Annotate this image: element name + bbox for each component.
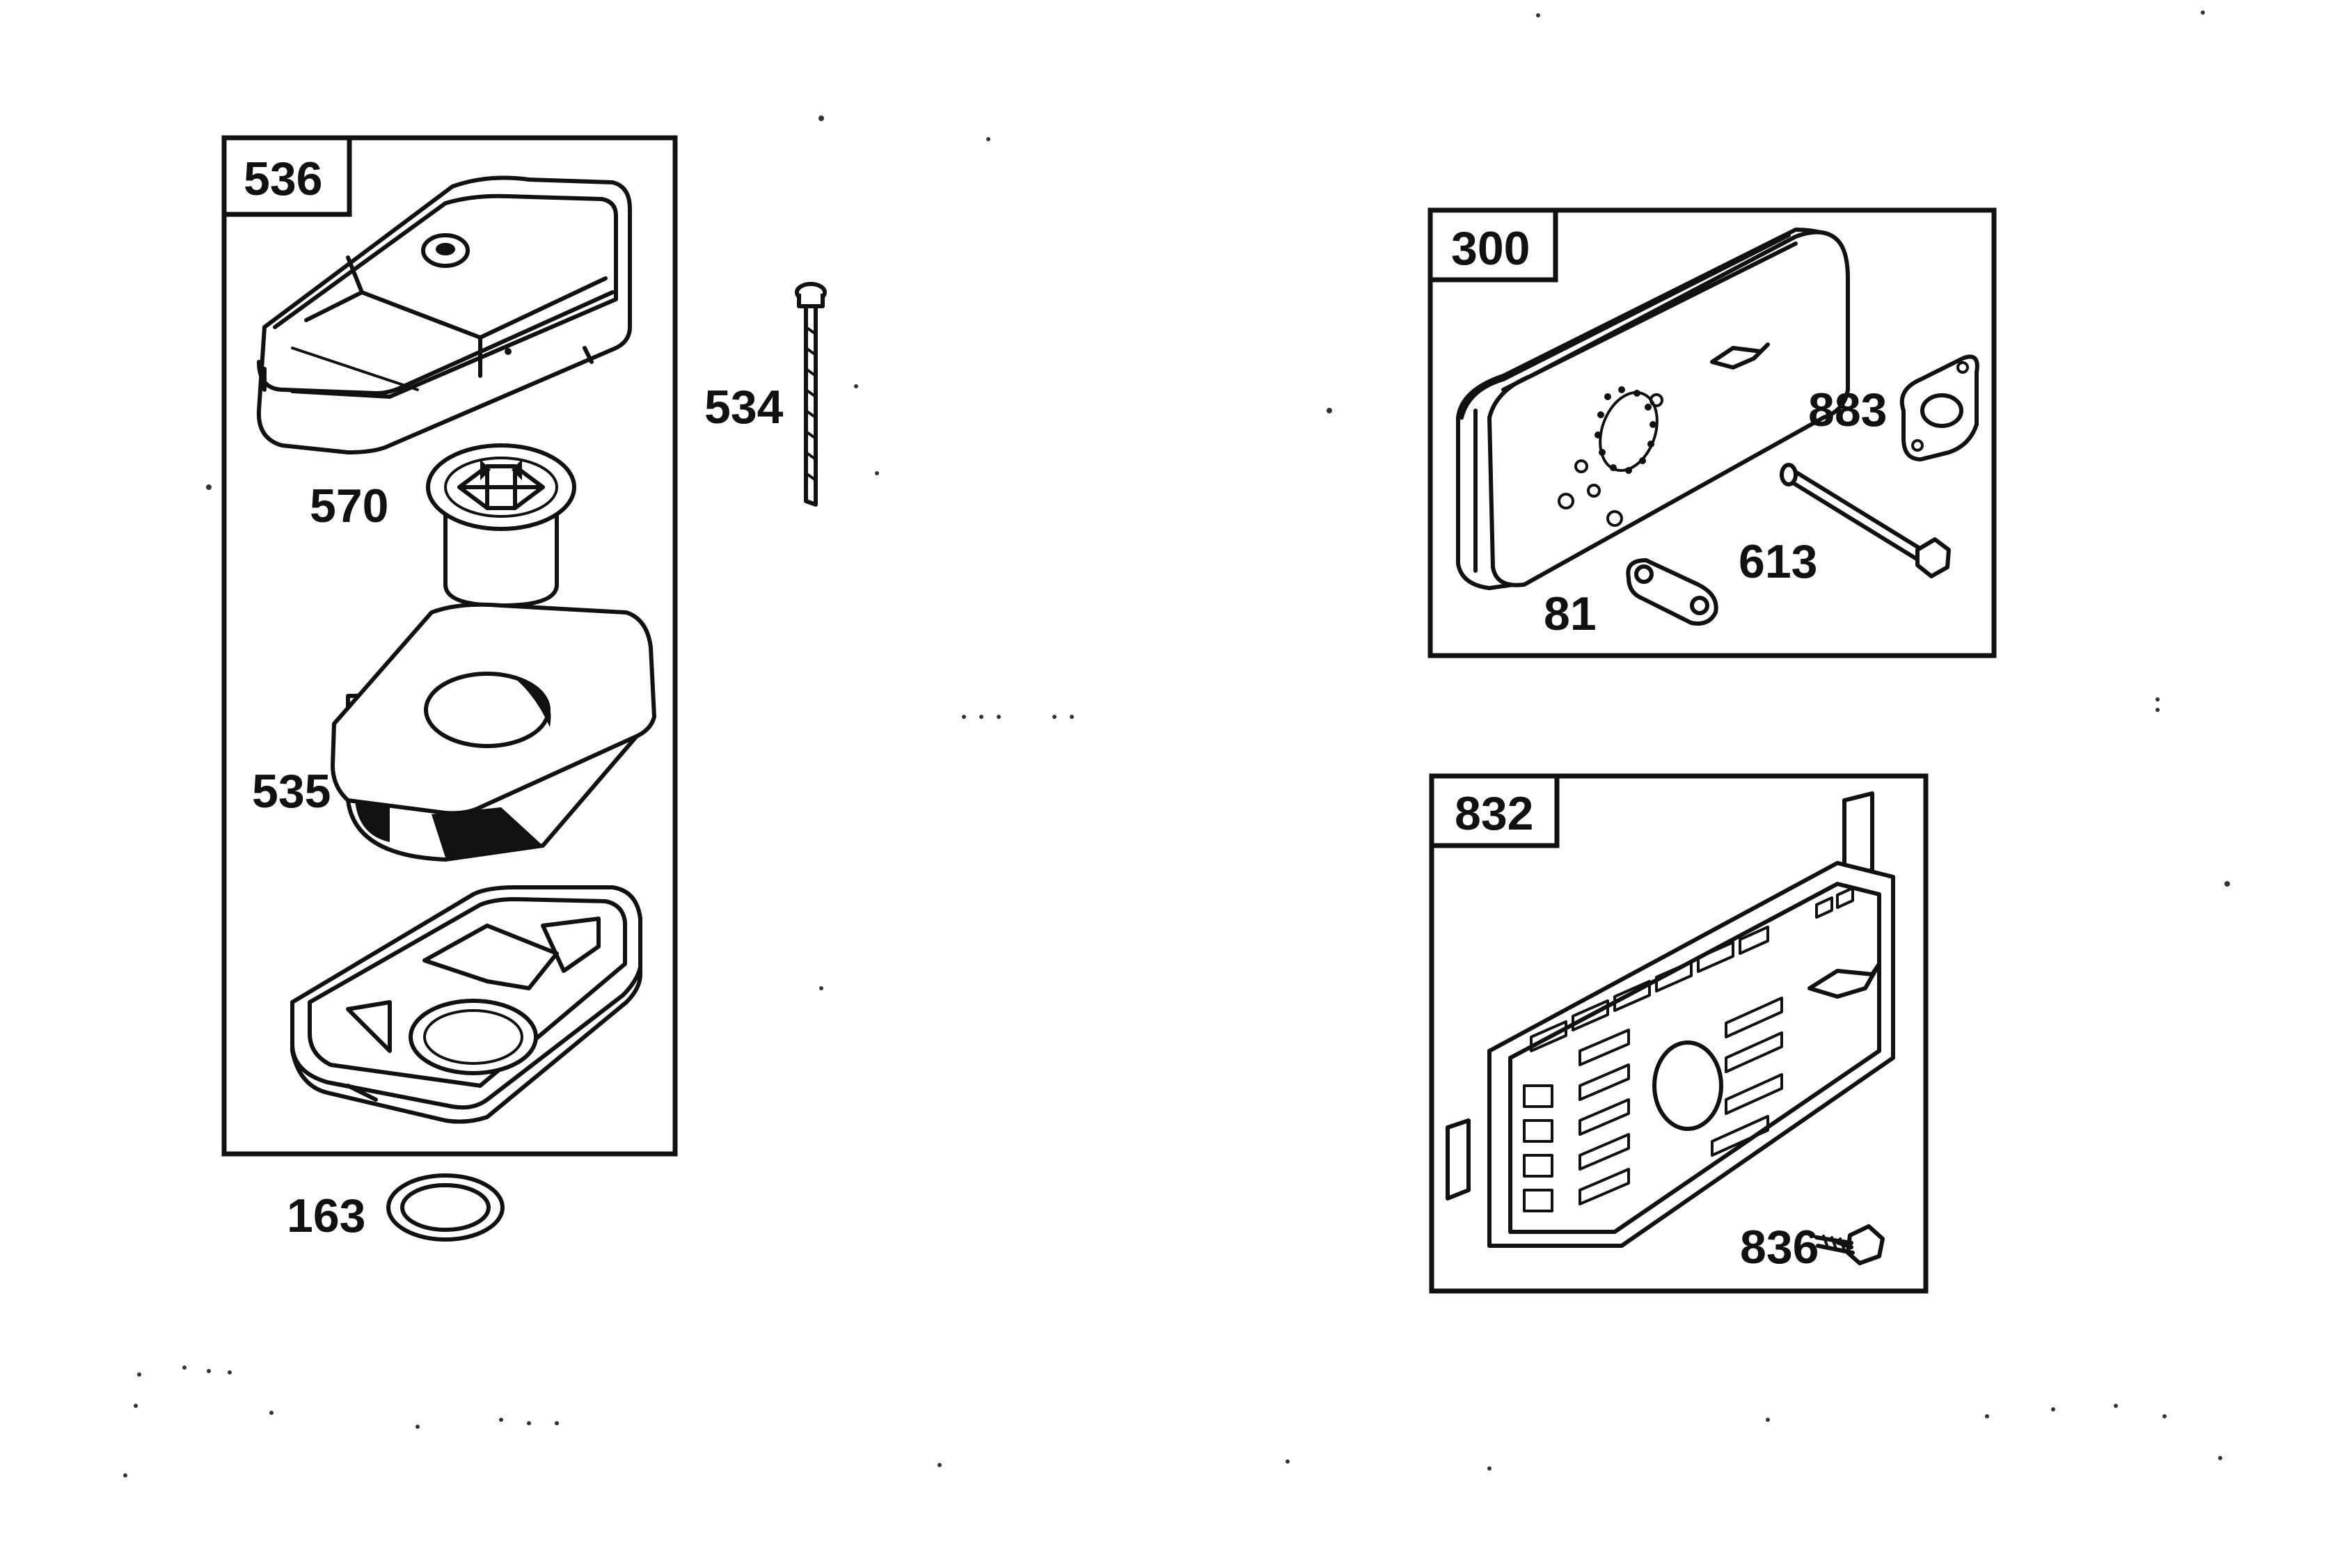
seal-ring-number: 163 [287, 1189, 365, 1242]
filter-element-drawing [331, 602, 656, 862]
air-cleaner-base-drawing [290, 885, 642, 1124]
lock-plate-drawing [1626, 558, 1718, 626]
guard-screw-number: 836 [1740, 1221, 1819, 1274]
lock-plate-number: 81 [1544, 587, 1597, 640]
seal-ring-drawing [386, 1173, 505, 1242]
air-cleaner-assembly-number: 536 [244, 152, 322, 205]
spacer-number: 570 [310, 480, 388, 532]
bolt-number: 613 [1739, 535, 1817, 588]
guard-assembly-number: 832 [1455, 787, 1533, 840]
bolt-drawing [1780, 463, 1951, 578]
scan-noise [123, 10, 2230, 1478]
guard-frame [1429, 773, 1929, 1294]
filter-element-number: 535 [252, 765, 331, 818]
guard-group: 832 [1429, 773, 1929, 1294]
spacer-drawing [426, 443, 576, 608]
screw-drawing [795, 282, 827, 507]
muffler-group: 300 883 613 [1427, 207, 1997, 658]
air-cleaner-group: 536 570 [221, 135, 678, 1242]
muffler-label-box [1427, 207, 1558, 283]
screw-number: 534 [704, 381, 784, 434]
guard-screw-drawing [1814, 1224, 1885, 1265]
muffler-assembly-number: 300 [1451, 222, 1530, 275]
guard-label-box [1429, 773, 1560, 848]
air-cleaner-frame [221, 135, 678, 1157]
muffler-frame [1427, 207, 1997, 658]
muffler-body-drawing [1456, 228, 1850, 590]
air-cleaner-label-box [221, 135, 352, 217]
gasket-drawing [1899, 354, 1979, 461]
guard-drawing [1446, 791, 1895, 1248]
gasket-number: 883 [1808, 383, 1887, 436]
air-cleaner-cover-drawing [256, 175, 632, 454]
